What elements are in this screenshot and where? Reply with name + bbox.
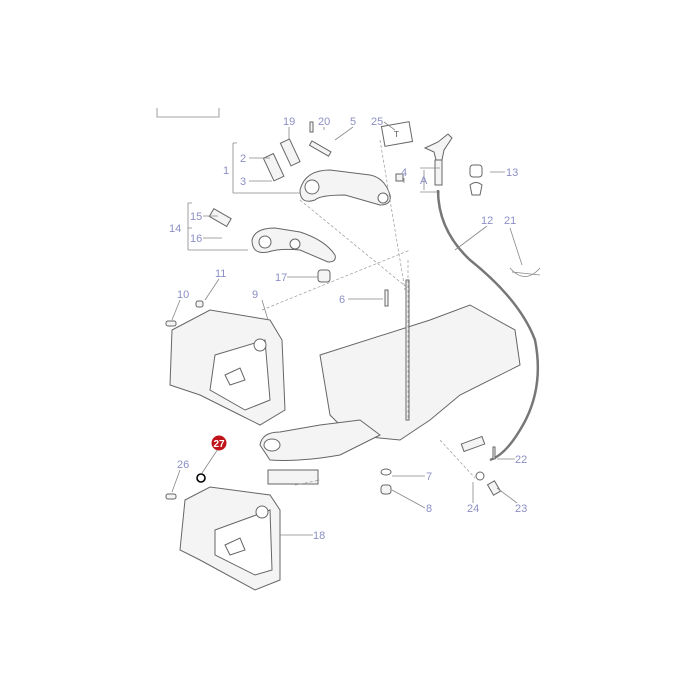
lower-bracket bbox=[165, 473, 281, 591]
highlighted-callout-27[interactable]: 27 bbox=[211, 435, 227, 451]
callout-5[interactable]: 5 bbox=[350, 116, 356, 128]
highlight-badge bbox=[211, 435, 227, 451]
callout-14[interactable]: 14 bbox=[169, 223, 181, 235]
callout-24[interactable]: 24 bbox=[467, 503, 479, 515]
callout-3[interactable]: 3 bbox=[240, 176, 246, 188]
callout-22[interactable]: 22 bbox=[515, 454, 527, 466]
callout-1[interactable]: 1 bbox=[223, 165, 229, 177]
callout-13[interactable]: 13 bbox=[506, 167, 518, 179]
callout-23[interactable]: 23 bbox=[515, 503, 527, 515]
clips bbox=[469, 164, 541, 277]
callout-19[interactable]: 19 bbox=[283, 116, 295, 128]
callout-12[interactable]: 12 bbox=[481, 215, 493, 227]
lower-lever-arm bbox=[208, 207, 336, 283]
svg-text:A: A bbox=[420, 175, 428, 187]
callout-21[interactable]: 21 bbox=[504, 215, 516, 227]
control-handle: A bbox=[420, 133, 453, 193]
callout-10[interactable]: 10 bbox=[177, 289, 189, 301]
callout-2[interactable]: 2 bbox=[240, 153, 246, 165]
callout-15[interactable]: 15 bbox=[190, 211, 202, 223]
callout-4[interactable]: 4 bbox=[401, 167, 407, 179]
upper-lever-arm bbox=[299, 169, 391, 206]
lift-frame bbox=[259, 279, 521, 496]
placard: T bbox=[380, 121, 414, 147]
callout-25[interactable]: 25 bbox=[371, 116, 383, 128]
pins bbox=[262, 121, 404, 182]
callout-8[interactable]: 8 bbox=[426, 503, 432, 515]
leader-lines bbox=[171, 121, 523, 536]
callout-17[interactable]: 17 bbox=[275, 272, 287, 284]
control-cable bbox=[436, 189, 540, 462]
svg-text:27: 27 bbox=[213, 439, 225, 450]
frame-fragment bbox=[156, 108, 220, 118]
callout-7[interactable]: 7 bbox=[426, 471, 432, 483]
callout-26[interactable]: 26 bbox=[177, 459, 189, 471]
svg-text:T: T bbox=[394, 130, 399, 139]
upper-bracket bbox=[165, 300, 286, 426]
callout-20[interactable]: 20 bbox=[318, 116, 330, 128]
callout-16[interactable]: 16 bbox=[190, 233, 202, 245]
callout-11[interactable]: 11 bbox=[215, 268, 226, 280]
callout-9[interactable]: 9 bbox=[252, 289, 258, 301]
highlighted-nut bbox=[196, 473, 206, 483]
callout-18[interactable]: 18 bbox=[313, 530, 325, 542]
callout-labels: 19 20 5 25 2 1 3 4 13 12 21 15 14 16 17 … bbox=[169, 116, 527, 542]
callout-6[interactable]: 6 bbox=[339, 294, 345, 306]
